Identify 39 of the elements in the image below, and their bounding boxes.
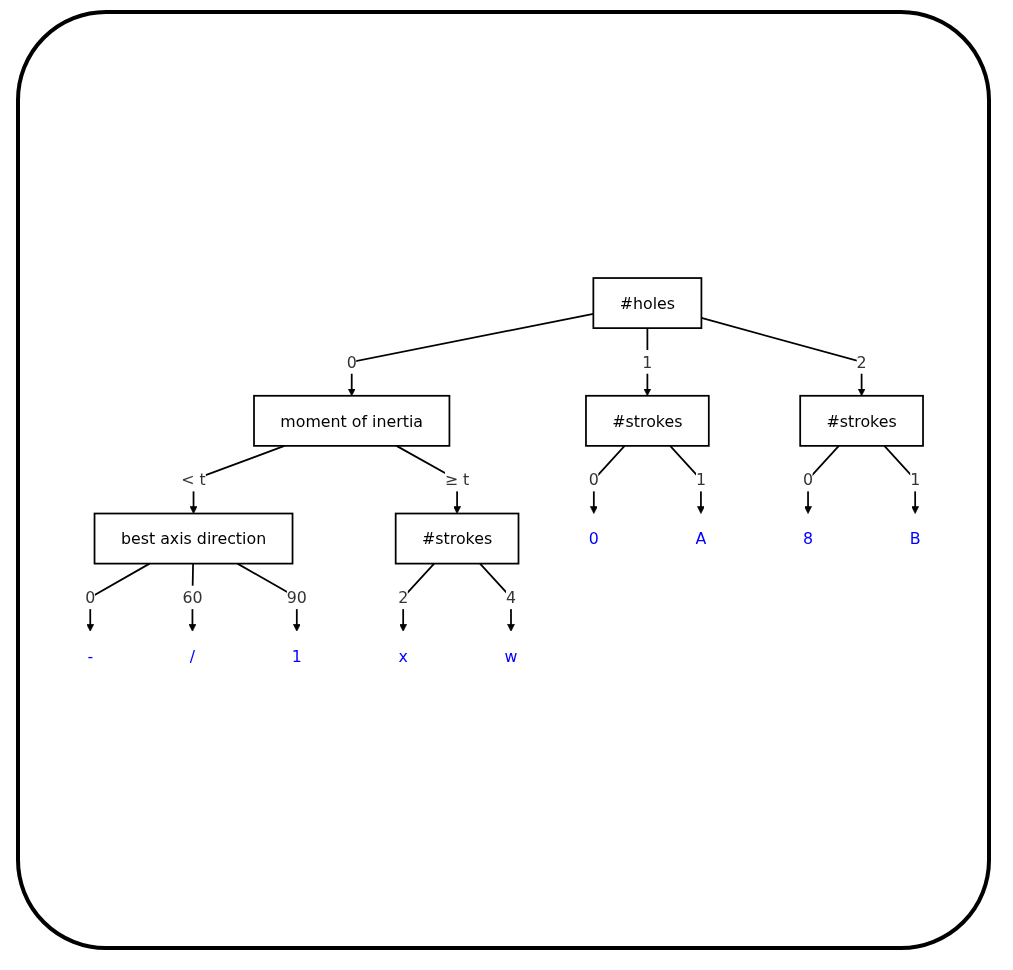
edge-label: 90 <box>286 588 307 607</box>
node-box <box>798 395 924 448</box>
arrow <box>589 445 625 515</box>
node-text: - <box>86 647 93 666</box>
edge-label: 2 <box>397 588 408 607</box>
edge-label: 0 <box>802 470 813 490</box>
edge-label: 1 <box>641 353 652 372</box>
node-text: 8 <box>802 529 813 549</box>
node-text: 0 <box>588 529 599 549</box>
edge-label: 0 <box>346 353 357 372</box>
rounded-frame: 0 1 2 < t ≥ t 0 60 90 2 4 0 1 0 1 #holes moment of inertia #strokes #strokes best axis direction #strokes - / 1 x w 0 A 8 B <box>16 10 991 950</box>
edge-label: 1 <box>695 470 706 490</box>
node-text: x <box>398 647 408 666</box>
node-box <box>592 277 702 330</box>
node-box <box>93 512 293 565</box>
edge-label: 2 <box>856 353 867 372</box>
edge-label: 1 <box>909 470 920 490</box>
node-box <box>394 512 519 565</box>
arrow <box>478 563 515 632</box>
node-text: / <box>189 647 195 666</box>
arrow <box>85 563 150 632</box>
node-box <box>584 395 710 448</box>
edge-label: 4 <box>505 588 516 607</box>
node-text: A <box>695 529 706 549</box>
edge-label: 60 <box>181 588 203 607</box>
edge-label: ≥ t <box>444 470 469 490</box>
node-text: B <box>909 529 921 549</box>
arrow <box>236 563 301 632</box>
arrow <box>883 445 919 515</box>
arrow <box>803 445 840 515</box>
edge-label: 0 <box>588 470 599 490</box>
edge-label: < t <box>180 470 206 490</box>
node-text: w <box>504 647 517 666</box>
node-box <box>252 395 450 448</box>
arrow <box>188 563 196 632</box>
edge-label: 0 <box>84 588 95 607</box>
arrow <box>700 317 865 397</box>
node-text: 1 <box>291 647 302 666</box>
arrow <box>668 445 705 515</box>
